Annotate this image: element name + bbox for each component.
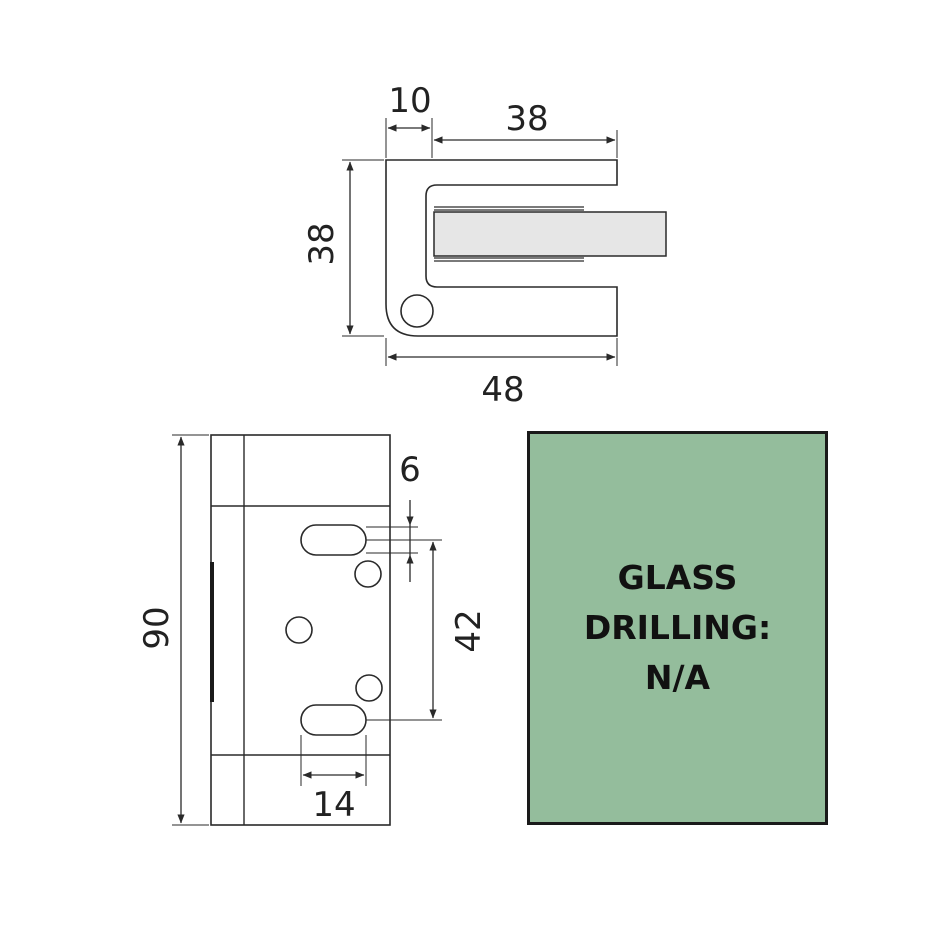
bolt-hole	[400, 294, 434, 328]
note-line-1: GLASS	[617, 558, 738, 597]
dim-label-slot-spacing: 42	[449, 609, 489, 652]
dim-label-width: 48	[481, 370, 524, 410]
note-line-2: DRILLING:	[583, 608, 772, 647]
dim-label-slot-length: 14	[312, 785, 355, 825]
slot-bottom	[300, 704, 367, 736]
dim-label-slot-offset: 6	[399, 450, 421, 490]
front-view: 90 6 42 14	[137, 434, 489, 826]
hole-upper	[354, 560, 382, 588]
glass-drilling-note-box: GLASS DRILLING: N/A	[527, 431, 828, 825]
dim-label-front-height: 90	[137, 606, 177, 649]
dim-label-slot-depth: 38	[505, 99, 548, 139]
top-view: 10 38 38 48	[302, 81, 667, 410]
hole-lower	[355, 674, 383, 702]
glass-pane	[433, 211, 667, 257]
hole-center	[285, 616, 313, 644]
note-line-3: N/A	[644, 658, 711, 697]
slot-top	[300, 524, 367, 556]
glass-drilling-note: GLASS DRILLING: N/A	[584, 553, 771, 703]
gasket-strip	[210, 562, 214, 702]
dim-label-height: 38	[302, 222, 342, 265]
clamp-body-outline	[385, 159, 618, 337]
dim-label-flange: 10	[388, 81, 431, 121]
